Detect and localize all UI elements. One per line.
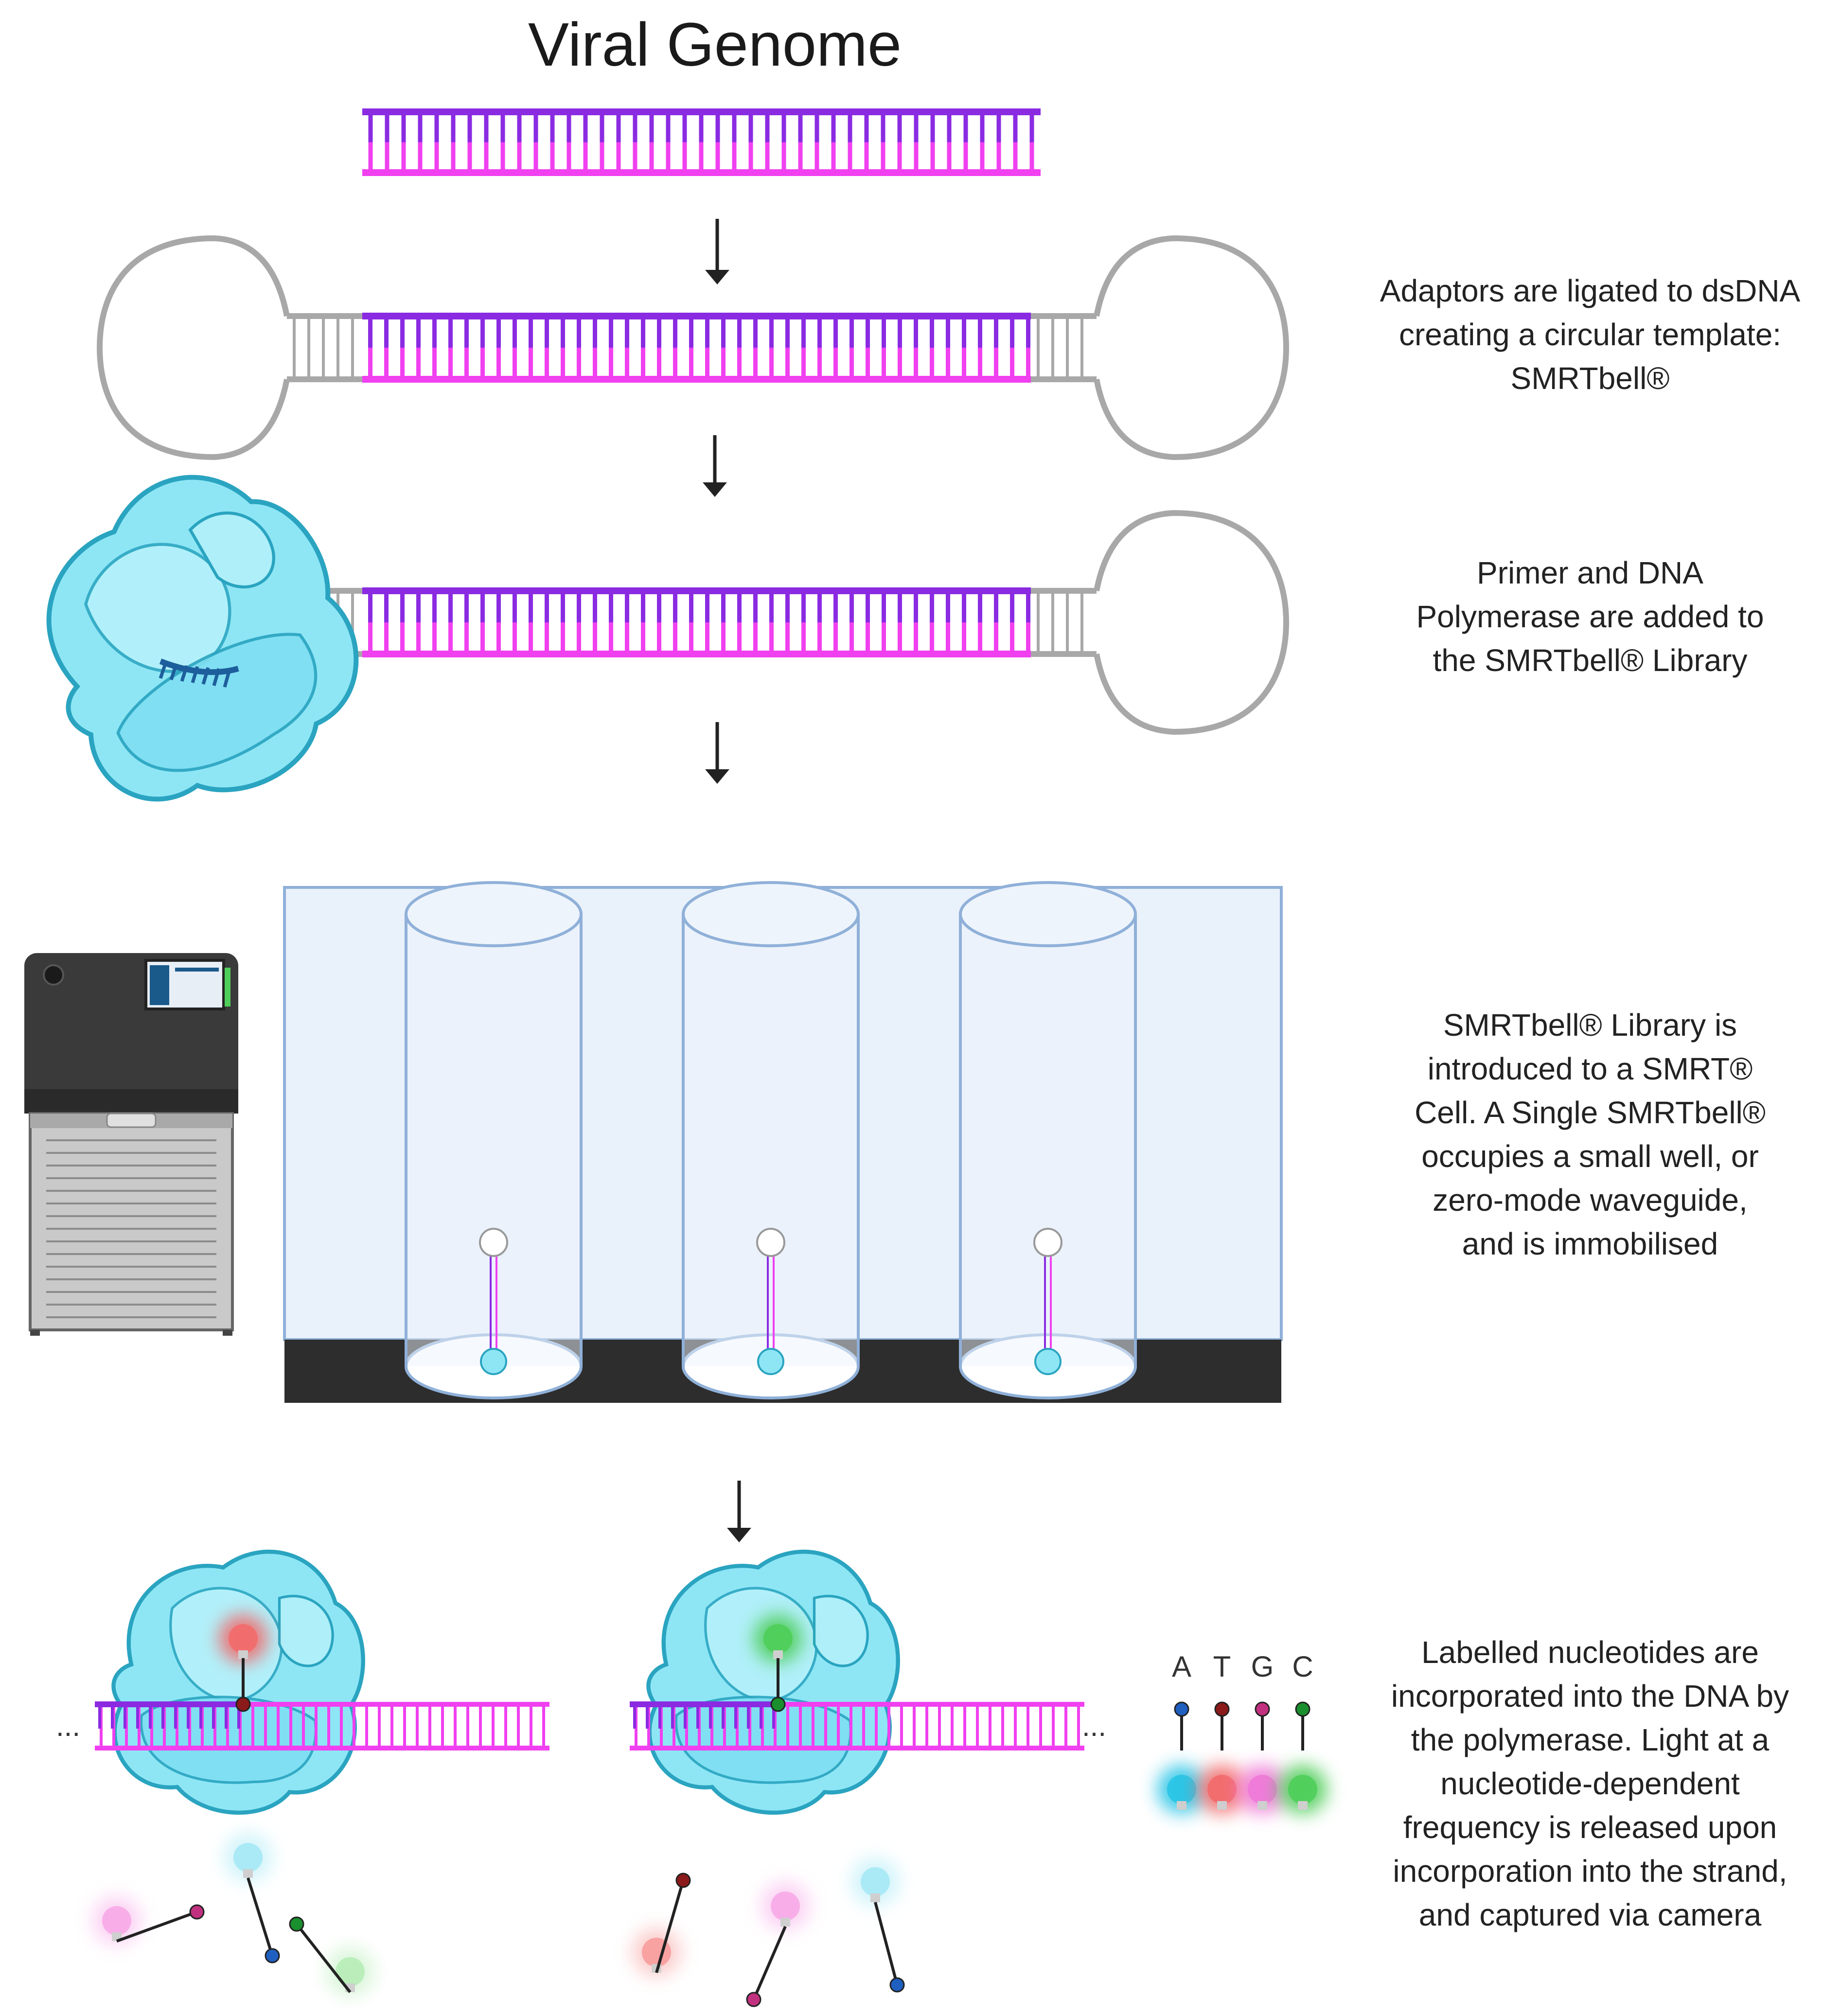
primer-base <box>191 666 199 684</box>
polymerase <box>646 1550 900 1815</box>
description-line: SMRTbell® <box>1511 361 1670 396</box>
description-line: creating a circular template: <box>1399 317 1781 352</box>
step-description-polymerase: Primer and DNA Polymerase are added to the… <box>1416 555 1764 678</box>
smrtbell-loop <box>756 1228 785 1257</box>
description-line: introduced to a SMRT® <box>1428 1051 1753 1086</box>
immobilised-polymerase <box>1034 1348 1062 1375</box>
nucleotide-phosphate <box>1214 1701 1230 1717</box>
free-nucleotide <box>851 1857 905 1993</box>
light-bulb <box>761 1882 810 1930</box>
light-bulb <box>1198 1765 1246 1814</box>
nucleotide-phosphate <box>1174 1701 1189 1717</box>
smrtbell-loop <box>479 1228 508 1257</box>
free-nucleotide <box>224 1833 280 1963</box>
polymerase <box>46 475 359 802</box>
step-description-ligation: Adaptors are ligated to dsDNA creating a … <box>1380 273 1801 396</box>
light-bulb <box>326 1947 374 1996</box>
description-line: frequency is released upon <box>1403 1810 1777 1845</box>
arrow-2 <box>703 435 727 497</box>
adaptor-loop-right <box>1094 510 1290 735</box>
description-line: Labelled nucleotides are <box>1421 1635 1759 1670</box>
incorporating-nucleotide <box>770 1697 786 1712</box>
well-top <box>959 881 1137 947</box>
description-line: and is immobilised <box>1462 1226 1718 1261</box>
arrow-4 <box>727 1481 751 1542</box>
primer-base <box>180 665 189 682</box>
light-bulb <box>1238 1765 1287 1814</box>
description-line: incorporation into the strand, <box>1393 1854 1787 1889</box>
incorporation-panel <box>630 1550 1084 1815</box>
sequencer-instrument <box>24 953 238 1336</box>
step-description-smrt-cell: SMRTbell® Library is introduced to a SMRT… <box>1415 1008 1766 1261</box>
description-line: zero-mode waveguide, <box>1433 1183 1747 1218</box>
ellipsis-left: ... <box>56 1710 80 1742</box>
smrtbell-with-polymerase <box>46 475 1290 802</box>
smrtbell-template <box>96 235 1290 460</box>
nucleotide-letter: A <box>1172 1650 1191 1683</box>
primer-base <box>223 669 231 688</box>
incorporating-nucleotide <box>235 1697 251 1712</box>
nucleotide-letter: G <box>1251 1650 1274 1683</box>
description-line: Polymerase are added to <box>1416 599 1764 634</box>
adaptor-loop-right <box>1094 235 1290 460</box>
light-bulb <box>219 1614 267 1663</box>
light-bulb <box>851 1857 900 1906</box>
zmw-well <box>682 881 860 1399</box>
description-line: and captured via camera <box>1419 1897 1762 1932</box>
description-line: Primer and DNA <box>1477 555 1703 590</box>
light-bulb <box>1278 1765 1327 1814</box>
nucleotide-phosphate <box>1255 1701 1270 1717</box>
legend-nucleotide: T <box>1198 1650 1246 1814</box>
description-line: occupies a small well, or <box>1421 1139 1759 1174</box>
nucleotide-letter: C <box>1292 1650 1313 1683</box>
primer-base <box>159 663 167 679</box>
well-top <box>405 881 583 947</box>
legend-nucleotide: C <box>1278 1650 1327 1814</box>
immobilised-polymerase <box>757 1348 784 1375</box>
incorporation-panel <box>95 1550 549 1815</box>
description-line: the polymerase. Light at a <box>1411 1722 1770 1757</box>
arrow-1 <box>705 219 729 284</box>
description-line: Cell. A Single SMRTbell® <box>1415 1095 1766 1130</box>
zmw-well <box>405 881 583 1399</box>
description-line: Adaptors are ligated to dsDNA <box>1380 273 1801 308</box>
incorporation-scene: ...... <box>56 1550 1106 2007</box>
legend-nucleotide: A <box>1157 1650 1206 1814</box>
free-nucleotide <box>289 1916 374 1996</box>
free-nucleotide <box>92 1896 205 1945</box>
ellipsis-right: ... <box>1082 1710 1106 1742</box>
immobilised-polymerase <box>480 1348 507 1375</box>
nucleotide-letter: T <box>1213 1650 1231 1683</box>
smrt-cell <box>283 881 1283 1403</box>
description-line: SMRTbell® Library is <box>1443 1008 1737 1043</box>
free-nucleotide <box>632 1873 691 1977</box>
page-title: Viral Genome <box>528 10 902 79</box>
arrow-3 <box>705 722 729 784</box>
zmw-well <box>959 881 1137 1399</box>
light-bulb <box>224 1833 272 1882</box>
primer-base <box>212 668 221 686</box>
description-line: nucleotide-dependent <box>1440 1766 1740 1801</box>
light-bulb <box>1157 1765 1206 1814</box>
light-bulb <box>754 1614 802 1663</box>
step-description-incorporation: Labelled nucleotides are incorporated int… <box>1391 1635 1789 1932</box>
polymerase <box>111 1550 365 1815</box>
description-line: the SMRTbell® Library <box>1433 643 1747 678</box>
smrtbell-loop <box>1033 1228 1062 1257</box>
legend-nucleotide: G <box>1238 1650 1287 1814</box>
adaptor-loop-left <box>96 235 290 460</box>
well-top <box>682 881 860 947</box>
viral-genome-dsdna <box>362 108 1041 176</box>
description-line: incorporated into the DNA by <box>1391 1679 1789 1714</box>
free-nucleotide <box>746 1882 810 2007</box>
light-bulb <box>92 1896 141 1945</box>
nucleotide-phosphate <box>1295 1701 1310 1717</box>
primer-base <box>169 664 178 681</box>
primer-base <box>201 667 210 685</box>
